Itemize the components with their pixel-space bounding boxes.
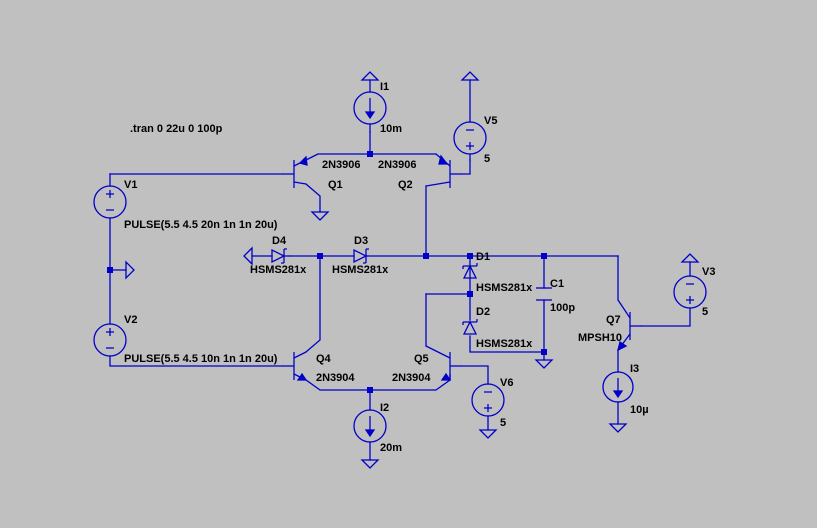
v1-name: V1 [124,179,137,191]
labels: .tran 0 22u 0 100p I1 10m V5 5 2N3906 2N… [124,81,715,454]
v2-name: V2 [124,314,137,326]
diode-d3[interactable] [353,248,369,264]
q5-name: Q5 [414,353,429,365]
q2-model: 2N3906 [378,159,417,171]
v3-name: V3 [702,266,715,278]
v6-name: V6 [500,377,513,389]
current-source-i1[interactable] [353,91,387,133]
ground-i2 [360,459,380,469]
i2-value: 20m [380,442,402,454]
voltage-source-v1[interactable] [93,185,127,219]
d1-name: D1 [476,251,490,263]
d2-model: HSMS281x [476,338,533,350]
c1-name: C1 [550,278,564,290]
junction-dots [107,151,547,393]
diode-d1[interactable] [462,263,478,279]
voltage-source-v3[interactable] [673,275,707,309]
voltage-source-v6[interactable] [471,383,505,417]
c1-value: 100p [550,302,575,314]
spice-directive[interactable]: .tran 0 22u 0 100p [130,123,223,135]
supply-i1 [360,71,380,81]
transistor-q4[interactable] [282,351,308,381]
current-source-i2[interactable] [353,409,387,443]
i3-value: 10µ [630,404,649,416]
v2-value: PULSE(5.5 4.5 10n 1n 1n 20u) [124,353,278,365]
ground-symbols [125,71,700,469]
capacitor-c1[interactable] [536,287,552,301]
supply-v3 [680,253,700,263]
d4-model: HSMS281x [250,264,307,276]
voltage-source-v5[interactable] [453,121,487,161]
q1-model: 2N3906 [322,159,361,171]
v1-value: PULSE(5.5 4.5 20n 1n 1n 20u) [124,219,278,231]
q4-model: 2N3904 [316,372,355,384]
supply-v5 [460,71,480,81]
transistor-q7[interactable] [617,299,642,352]
d3-model: HSMS281x [332,264,389,276]
ground-v6 [478,429,498,439]
v5-name: V5 [484,115,497,127]
d1-model: HSMS281x [476,282,533,294]
d4-name: D4 [272,235,287,247]
q1-name: Q1 [328,179,343,191]
v5-value: 5 [484,153,490,165]
diode-d4[interactable] [271,248,291,264]
ground-left [125,260,135,280]
voltage-source-v2[interactable] [93,323,127,357]
transistor-q1[interactable] [282,153,319,188]
transistor-q2[interactable] [425,153,462,188]
q7-model: MPSH10 [578,332,622,344]
v6-value: 5 [500,417,506,429]
q2-name: Q2 [398,179,413,191]
ground-c1 [534,359,554,369]
q5-model: 2N3904 [392,372,431,384]
d2-name: D2 [476,306,490,318]
ground-q1 [310,211,330,221]
i1-value: 10m [380,123,402,135]
diode-d2[interactable] [462,319,478,335]
d3-name: D3 [354,235,368,247]
transistor-q5[interactable] [425,345,462,381]
i3-name: I3 [630,363,639,375]
v3-value: 5 [702,306,708,318]
ground-i3 [608,423,628,433]
q4-name: Q4 [316,353,332,365]
ground-d4 [243,246,253,266]
q7-name: Q7 [606,314,621,326]
i2-name: I2 [380,402,389,414]
wires [109,79,691,461]
i1-name: I1 [380,81,389,93]
current-source-i3[interactable] [602,371,634,403]
